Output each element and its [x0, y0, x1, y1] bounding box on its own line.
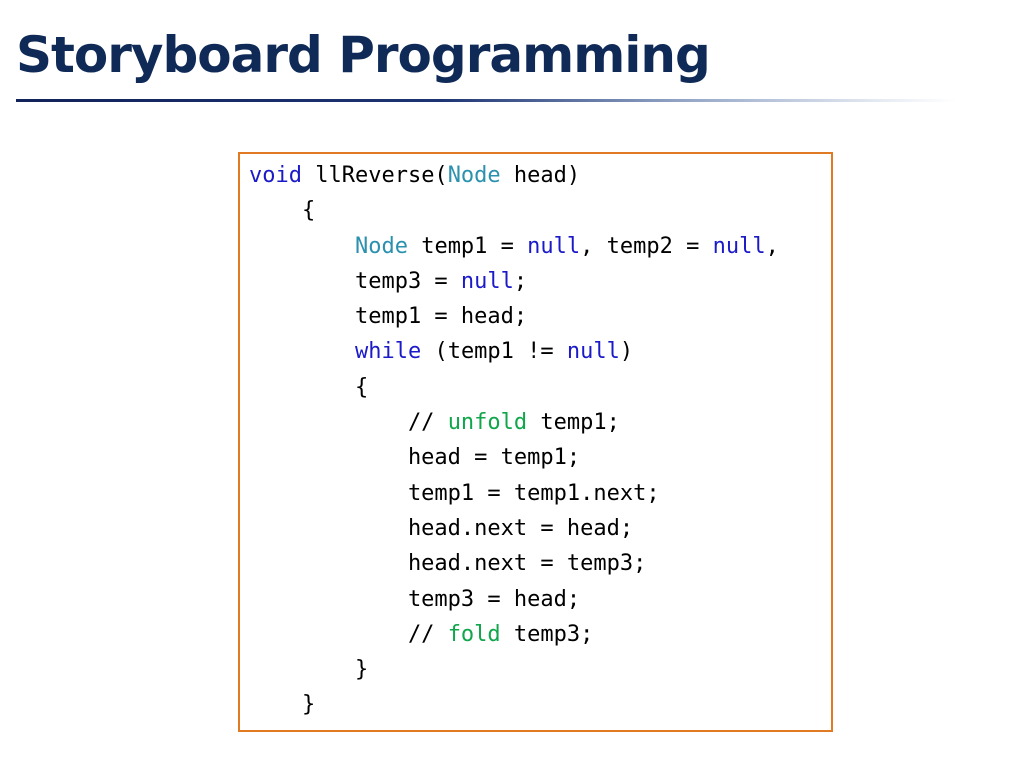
code-token-plain: temp1 = head;: [249, 304, 528, 330]
code-line: head = temp1;: [249, 440, 779, 475]
code-token-plain: //: [249, 621, 448, 647]
code-token-plain: [249, 339, 355, 364]
code-token-plain: , temp2 =: [580, 233, 713, 259]
code-listing: void llReverse(Node head) { Node temp1 =…: [249, 158, 779, 723]
code-line: temp3 = head;: [249, 582, 779, 617]
code-line: temp1 = head;: [249, 299, 779, 334]
code-line: {: [249, 193, 779, 228]
code-token-comment-kw: unfold: [447, 410, 528, 436]
code-token-keyword: while: [354, 339, 422, 365]
code-token-keyword: null: [712, 233, 766, 259]
code-token-plain: head.next = head;: [249, 515, 634, 541]
code-token-plain: }: [249, 692, 316, 718]
code-line: head.next = temp3;: [249, 546, 779, 581]
code-token-plain: temp1 =: [407, 233, 528, 259]
code-line: void llReverse(Node head): [249, 158, 779, 193]
title-underline: [16, 99, 956, 102]
code-token-plain: temp1 = temp1.next;: [249, 480, 660, 506]
code-line: temp3 = null;: [249, 264, 779, 299]
code-token-plain: ): [619, 339, 634, 365]
code-token-type: Node: [354, 233, 408, 259]
code-token-plain: }: [249, 657, 369, 683]
code-token-plain: ,: [765, 233, 779, 259]
code-token-comment-kw: fold: [447, 621, 501, 647]
code-token-keyword: void: [249, 163, 302, 188]
code-token-plain: head = temp1;: [249, 445, 581, 471]
code-token-keyword: null: [527, 233, 581, 259]
code-token-plain: //: [249, 410, 448, 436]
code-token-plain: temp3 = head;: [249, 586, 581, 612]
code-token-plain: (temp1 !=: [421, 339, 567, 365]
code-token-plain: llReverse(: [301, 163, 448, 188]
code-token-plain: ;: [513, 268, 528, 294]
code-token-plain: [249, 234, 355, 259]
code-line: head.next = head;: [249, 511, 779, 546]
code-token-keyword: null: [566, 339, 620, 365]
code-line: Node temp1 = null, temp2 = null,: [249, 229, 779, 264]
code-line: // fold temp3;: [249, 617, 779, 652]
code-token-plain: {: [249, 374, 369, 400]
code-line: while (temp1 != null): [249, 334, 779, 369]
code-token-type: Node: [447, 163, 501, 188]
code-box: [238, 152, 833, 732]
code-token-plain: head): [500, 163, 581, 188]
code-line: temp1 = temp1.next;: [249, 476, 779, 511]
code-line: }: [249, 652, 779, 687]
code-token-plain: temp1;: [527, 410, 620, 436]
code-token-plain: {: [249, 198, 316, 224]
code-line: }: [249, 687, 779, 722]
code-line: {: [249, 370, 779, 405]
slide-title: Storyboard Programming: [16, 26, 711, 84]
code-token-keyword: null: [460, 268, 514, 294]
code-token-plain: temp3;: [500, 621, 594, 647]
code-line: // unfold temp1;: [249, 405, 779, 440]
code-token-plain: head.next = temp3;: [249, 551, 647, 577]
code-token-plain: temp3 =: [249, 268, 461, 294]
